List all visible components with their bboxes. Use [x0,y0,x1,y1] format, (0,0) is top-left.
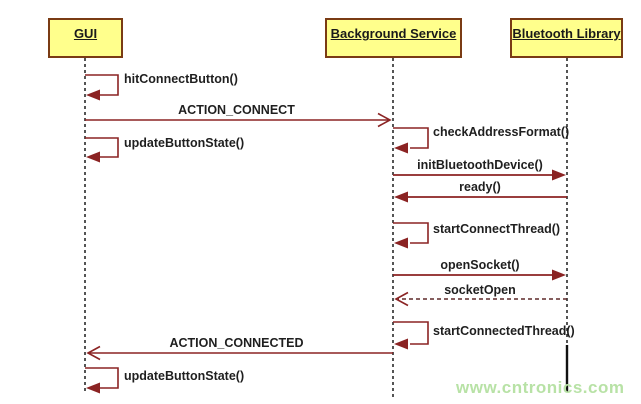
watermark: www.cntronics.com [456,378,625,397]
message-label-startconnectedthread: startConnectedThread() [433,324,575,338]
self-message-checkaddressformat [393,127,429,154]
message-label-hitconnectbutton: hitConnectButton() [124,72,238,86]
message-label-action-connect: ACTION_CONNECT [178,103,295,117]
participant-gui-label: GUI [73,26,98,41]
message-label-initbluetoothdevice: initBluetoothDevice() [417,158,543,172]
message-label-startconnectthread: startConnectThread() [433,222,561,236]
self-message-hitconnectbutton [85,74,119,101]
message-arrow-ready [394,191,567,203]
message-arrow-opensocket [393,269,566,281]
message-arrow-socketopen [394,291,567,307]
message-label-ready: ready() [459,180,501,194]
participant-background-service: Background Service [325,18,462,58]
self-message-updatebuttonstate-2 [85,367,119,394]
participant-bluetooth-library-label: Bluetooth Library [512,26,621,41]
participant-bluetooth-library: Bluetooth Library [510,18,623,58]
message-label-socketopen: socketOpen [444,283,516,297]
message-arrow-initbluetoothdevice [393,169,566,181]
message-label-updatebuttonstate-2: updateButtonState() [124,369,245,383]
self-message-updatebuttonstate-1 [85,137,119,163]
message-arrow-action-connect [85,112,392,128]
message-label-updatebuttonstate-1: updateButtonState() [124,136,245,150]
message-label-action-connected: ACTION_CONNECTED [169,336,304,350]
message-label-checkaddressformat: checkAddressFormat() [433,125,570,139]
self-message-startconnectthread [393,222,429,249]
participant-gui: GUI [48,18,123,58]
message-label-opensocket: openSocket() [440,258,520,272]
participant-background-service-label: Background Service [330,26,457,41]
message-arrow-action-connected [86,345,393,361]
self-message-startconnectedthread [393,321,429,350]
